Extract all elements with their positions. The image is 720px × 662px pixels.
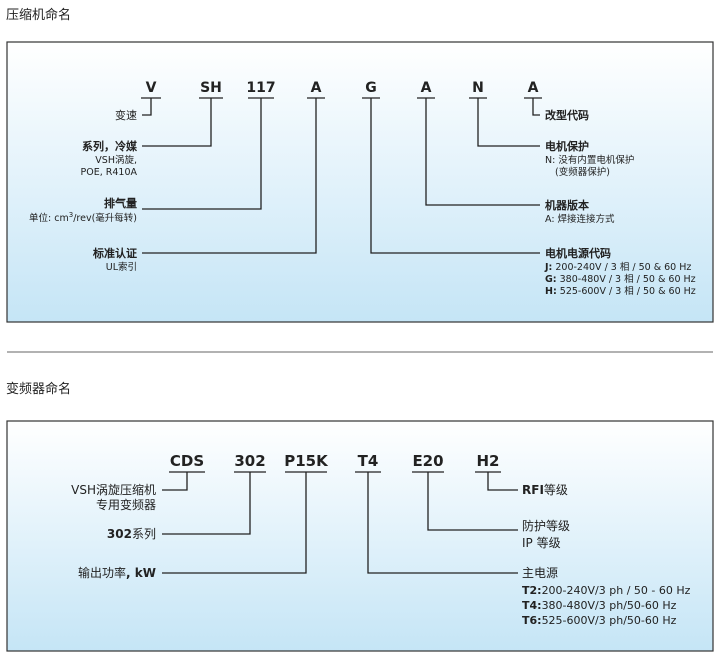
label-voltage-g: G: 380-480V / 3 相 / 50 & 60 Hz [545, 273, 696, 285]
label-approval: 标准认证 [92, 246, 137, 260]
label-series-line2: POE, R410A [81, 167, 138, 178]
label-series-line1: VSH涡旋, [95, 154, 137, 166]
label-speed: 变速 [115, 108, 137, 122]
label-version-line1: A: 焊接连接方式 [545, 213, 615, 225]
label-drive-line2: 专用变频器 [96, 497, 156, 512]
label-output-power: 输出功率, kW [78, 565, 156, 580]
label-mains-t4: T4:380-480V/3 ph/50-60 Hz [522, 599, 677, 612]
code-a-version: A [421, 80, 432, 96]
code-g: G [365, 80, 377, 96]
compressor-panel [6, 41, 714, 323]
code-h2: H2 [477, 452, 500, 470]
label-series-refrigerant: 系列，冷媒 [82, 139, 138, 153]
connector-lines [142, 98, 540, 254]
code-e20: E20 [412, 452, 443, 470]
label-mains-t2: T2:200-240V/3 ph / 50 - 60 Hz [522, 584, 691, 597]
label-displacement: 排气量 [104, 196, 137, 210]
label-version: 机器版本 [545, 198, 589, 212]
label-voltage-code: 电机电源代码 [545, 246, 611, 260]
label-voltage-h: H: 525-600V / 3 相 / 50 & 60 Hz [545, 285, 696, 297]
code-p15k: P15K [284, 452, 329, 470]
code-t4: T4 [358, 452, 379, 470]
code-n: N [472, 80, 484, 96]
label-drive-series: 302系列 [107, 527, 156, 541]
label-displacement-unit: 单位: cm3/rev(毫升每转) [29, 211, 137, 224]
code-v: V [146, 80, 157, 96]
code-117: 117 [246, 80, 275, 96]
label-modification: 改型代码 [545, 108, 589, 122]
label-motor-line1: N: 没有内置电机保护 [545, 154, 634, 166]
label-voltage-j: J: 200-240V / 3 相 / 50 & 60 Hz [544, 261, 691, 273]
label-ip-class: IP 等级 [522, 536, 561, 550]
code-302: 302 [234, 452, 265, 470]
label-rfi-class: RFI等级 [522, 483, 568, 497]
code-a-mod: A [528, 80, 539, 96]
drive-section-title: 变频器命名 [6, 381, 71, 397]
label-motor-protection: 电机保护 [545, 139, 589, 153]
label-protection-class: 防护等级 [522, 518, 570, 533]
code-a-approval: A [311, 80, 322, 96]
code-cds: CDS [170, 452, 204, 470]
code-sh: SH [200, 80, 222, 96]
drive-connector-lines [162, 472, 518, 574]
drive-panel [6, 420, 714, 652]
label-drive-line1: VSH涡旋压缩机 [71, 482, 156, 497]
compressor-section-title: 压缩机命名 [6, 7, 71, 23]
label-motor-line2: (变频器保护) [555, 166, 610, 178]
label-mains-t6: T6:525-600V/3 ph/50-60 Hz [522, 614, 677, 627]
label-approval-ul: UL索引 [106, 261, 137, 273]
label-mains: 主电源 [522, 566, 558, 580]
